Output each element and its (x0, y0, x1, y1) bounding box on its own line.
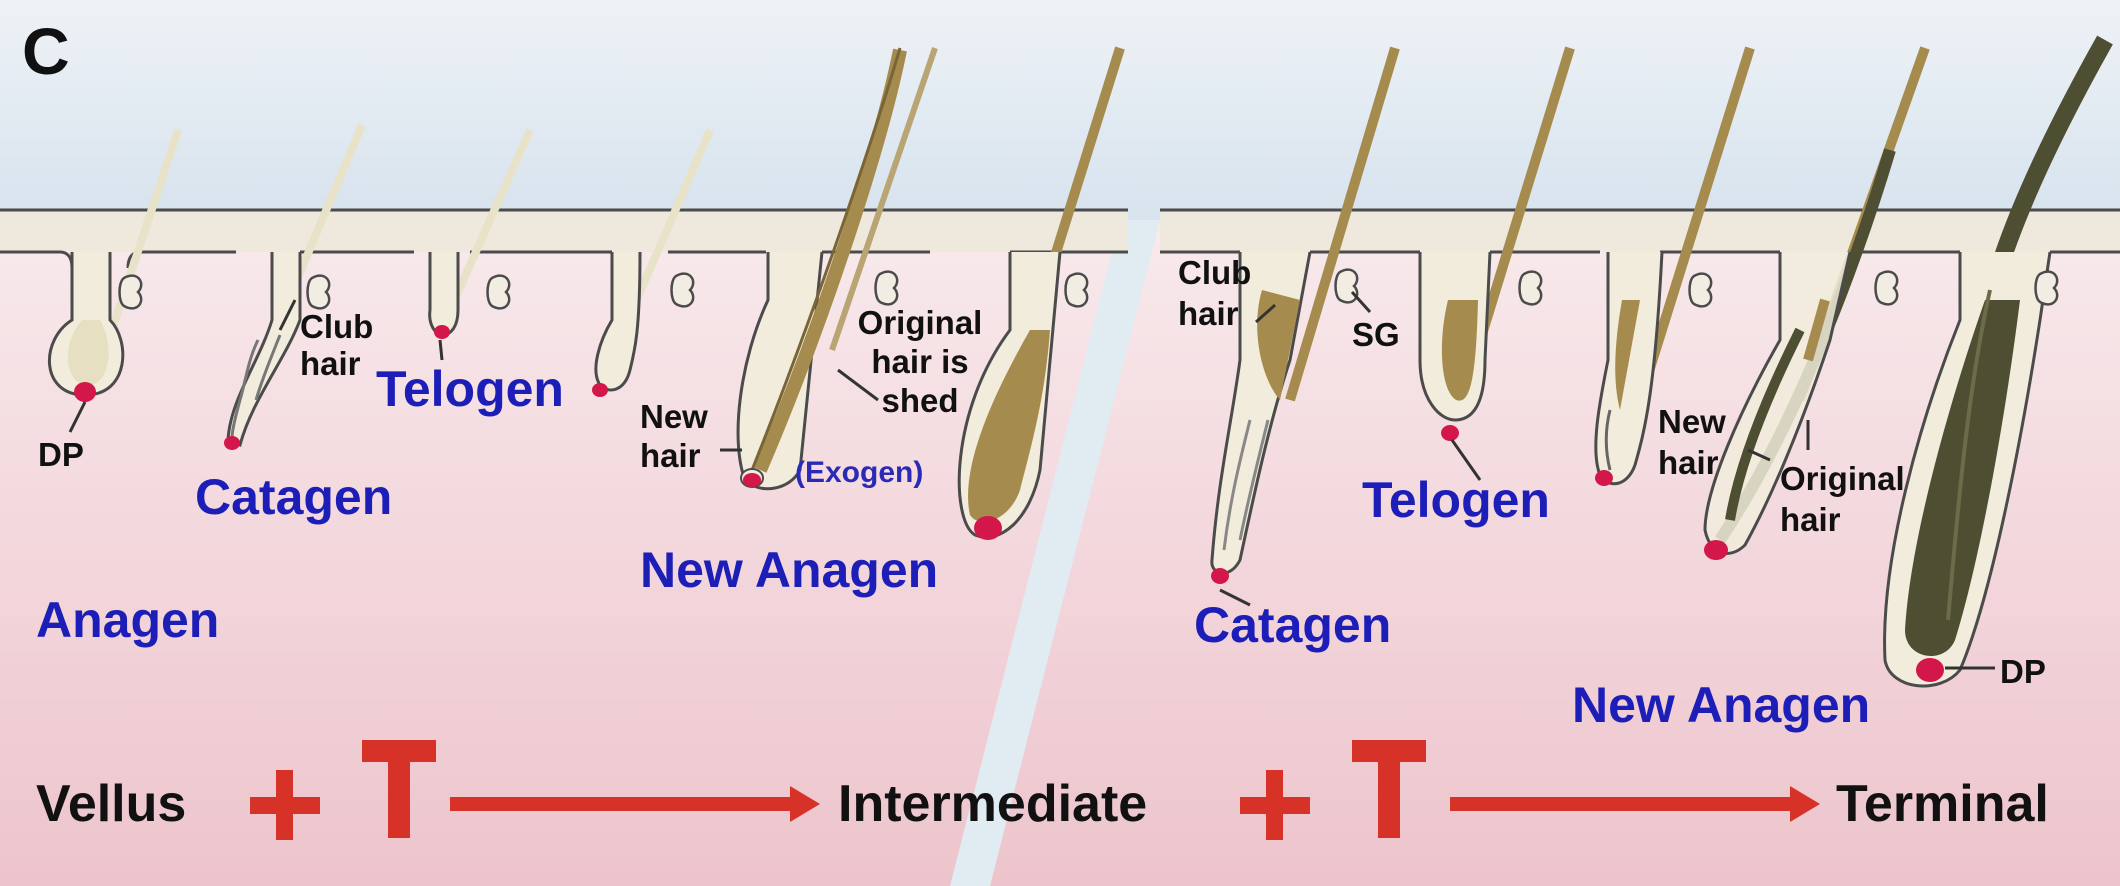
dermal-papilla-9 (1595, 470, 1613, 486)
left-new-hair-label: New hair (640, 400, 708, 472)
left-club-hair-label: Club hair (300, 310, 373, 380)
sebaceous-gland-5 (874, 270, 899, 306)
dermal-papilla-8 (1441, 425, 1459, 441)
left-new-hair-line-1: New (640, 398, 708, 435)
follicle-exogen (736, 47, 938, 491)
left-club-hair-line-2: hair (300, 345, 361, 382)
dermal-papilla-1 (74, 382, 96, 402)
right-skin-surface (1160, 208, 2120, 254)
plus-sign-2-v (1266, 770, 1283, 840)
dermal-papilla-2 (224, 436, 240, 450)
follicle-telogen-2 (592, 128, 714, 397)
sebaceous-gland-3 (486, 274, 511, 310)
right-dp-label: DP (2000, 653, 2046, 690)
dermal-papilla-11 (1916, 658, 1944, 682)
sky-background (0, 0, 2120, 220)
right-sg-label: SG (1352, 316, 1400, 353)
progression-row (250, 740, 1820, 840)
right-new-hair-line-1: New (1658, 403, 1726, 440)
follicle-catagen (224, 123, 366, 450)
left-telogen-label: Telogen (376, 361, 564, 417)
follicle-catagen-right (1210, 46, 1400, 584)
left-new-hair-line-2: hair (640, 437, 701, 474)
left-club-hair-line-1: Club (300, 308, 374, 345)
right-telogen-label: Telogen (1362, 472, 1550, 528)
follicle-new-anagen-left (957, 46, 1125, 540)
left-original-line-1: Original (857, 304, 983, 341)
sebaceous-gland-9 (1688, 272, 1713, 308)
left-original-line-3: shed (881, 382, 959, 419)
t-symbol-1-top (362, 740, 436, 762)
vellus-label: Vellus (36, 775, 187, 833)
dermal-papilla-5 (743, 473, 761, 487)
left-original-line-2: hair is (871, 343, 969, 380)
sebaceous-gland-7 (1334, 268, 1359, 304)
sebaceous-gland-8 (1518, 270, 1543, 306)
follicle-terminal-anagen (1883, 35, 2113, 688)
plus-sign-1-v (276, 770, 293, 840)
right-club-hair-label: Club hair (1178, 256, 1251, 330)
dermal-papilla-7 (1211, 568, 1229, 584)
sebaceous-gland-4 (670, 272, 695, 308)
right-original-hair-line-1: Original (1780, 460, 1905, 497)
left-catagen-label: Catagen (195, 469, 393, 525)
panel-divider (950, 220, 1160, 886)
right-club-hair-line-2: hair (1178, 295, 1239, 332)
dermal-papilla-4 (592, 383, 608, 397)
intermediate-label: Intermediate (838, 775, 1148, 833)
arrow-2-shaft (1450, 797, 1790, 811)
dermal-papilla-3 (434, 325, 450, 339)
left-dp-label: DP (38, 436, 84, 473)
right-new-hair-line-2: hair (1658, 444, 1719, 481)
left-original-shed-label: Original hair is shed (845, 306, 995, 417)
panel-label: C (22, 14, 70, 88)
t-symbol-2-top (1352, 740, 1426, 762)
right-new-hair-label: New hair (1658, 405, 1726, 479)
sebaceous-gland-1 (118, 274, 143, 310)
right-original-hair-label: Original hair (1780, 462, 1905, 536)
follicle-anagen (48, 128, 182, 402)
sebaceous-gland-6 (1064, 272, 1089, 308)
left-new-anagen-label: New Anagen (640, 542, 939, 598)
t-symbol-2-stem (1378, 760, 1400, 838)
t-symbol-1-stem (388, 760, 410, 838)
follicle-new-and-original-right (1703, 46, 1930, 560)
arrow-1-shaft (450, 797, 790, 811)
follicle-early-anagen-right (1594, 46, 1755, 486)
sebaceous-gland-2 (306, 274, 331, 310)
right-catagen-label: Catagen (1194, 597, 1392, 653)
right-new-anagen-label: New Anagen (1572, 677, 1871, 733)
right-club-hair-line-1: Club (1178, 254, 1252, 291)
leader-lines (68, 290, 1995, 670)
right-original-hair-line-2: hair (1780, 501, 1841, 538)
follicle-telogen-right (1418, 46, 1575, 441)
terminal-label: Terminal (1836, 775, 2049, 833)
left-exogen-label: (Exogen) (795, 456, 924, 489)
sebaceous-gland-11 (2034, 270, 2059, 306)
arrow-2-head (1790, 786, 1820, 822)
sebaceous-gland-10 (1874, 270, 1899, 306)
dermal-papilla-10 (1704, 540, 1728, 560)
dermal-papilla-6 (974, 516, 1002, 540)
arrow-1-head (790, 786, 820, 822)
left-anagen-label: Anagen (36, 592, 220, 648)
follicle-telogen-1 (428, 128, 534, 339)
